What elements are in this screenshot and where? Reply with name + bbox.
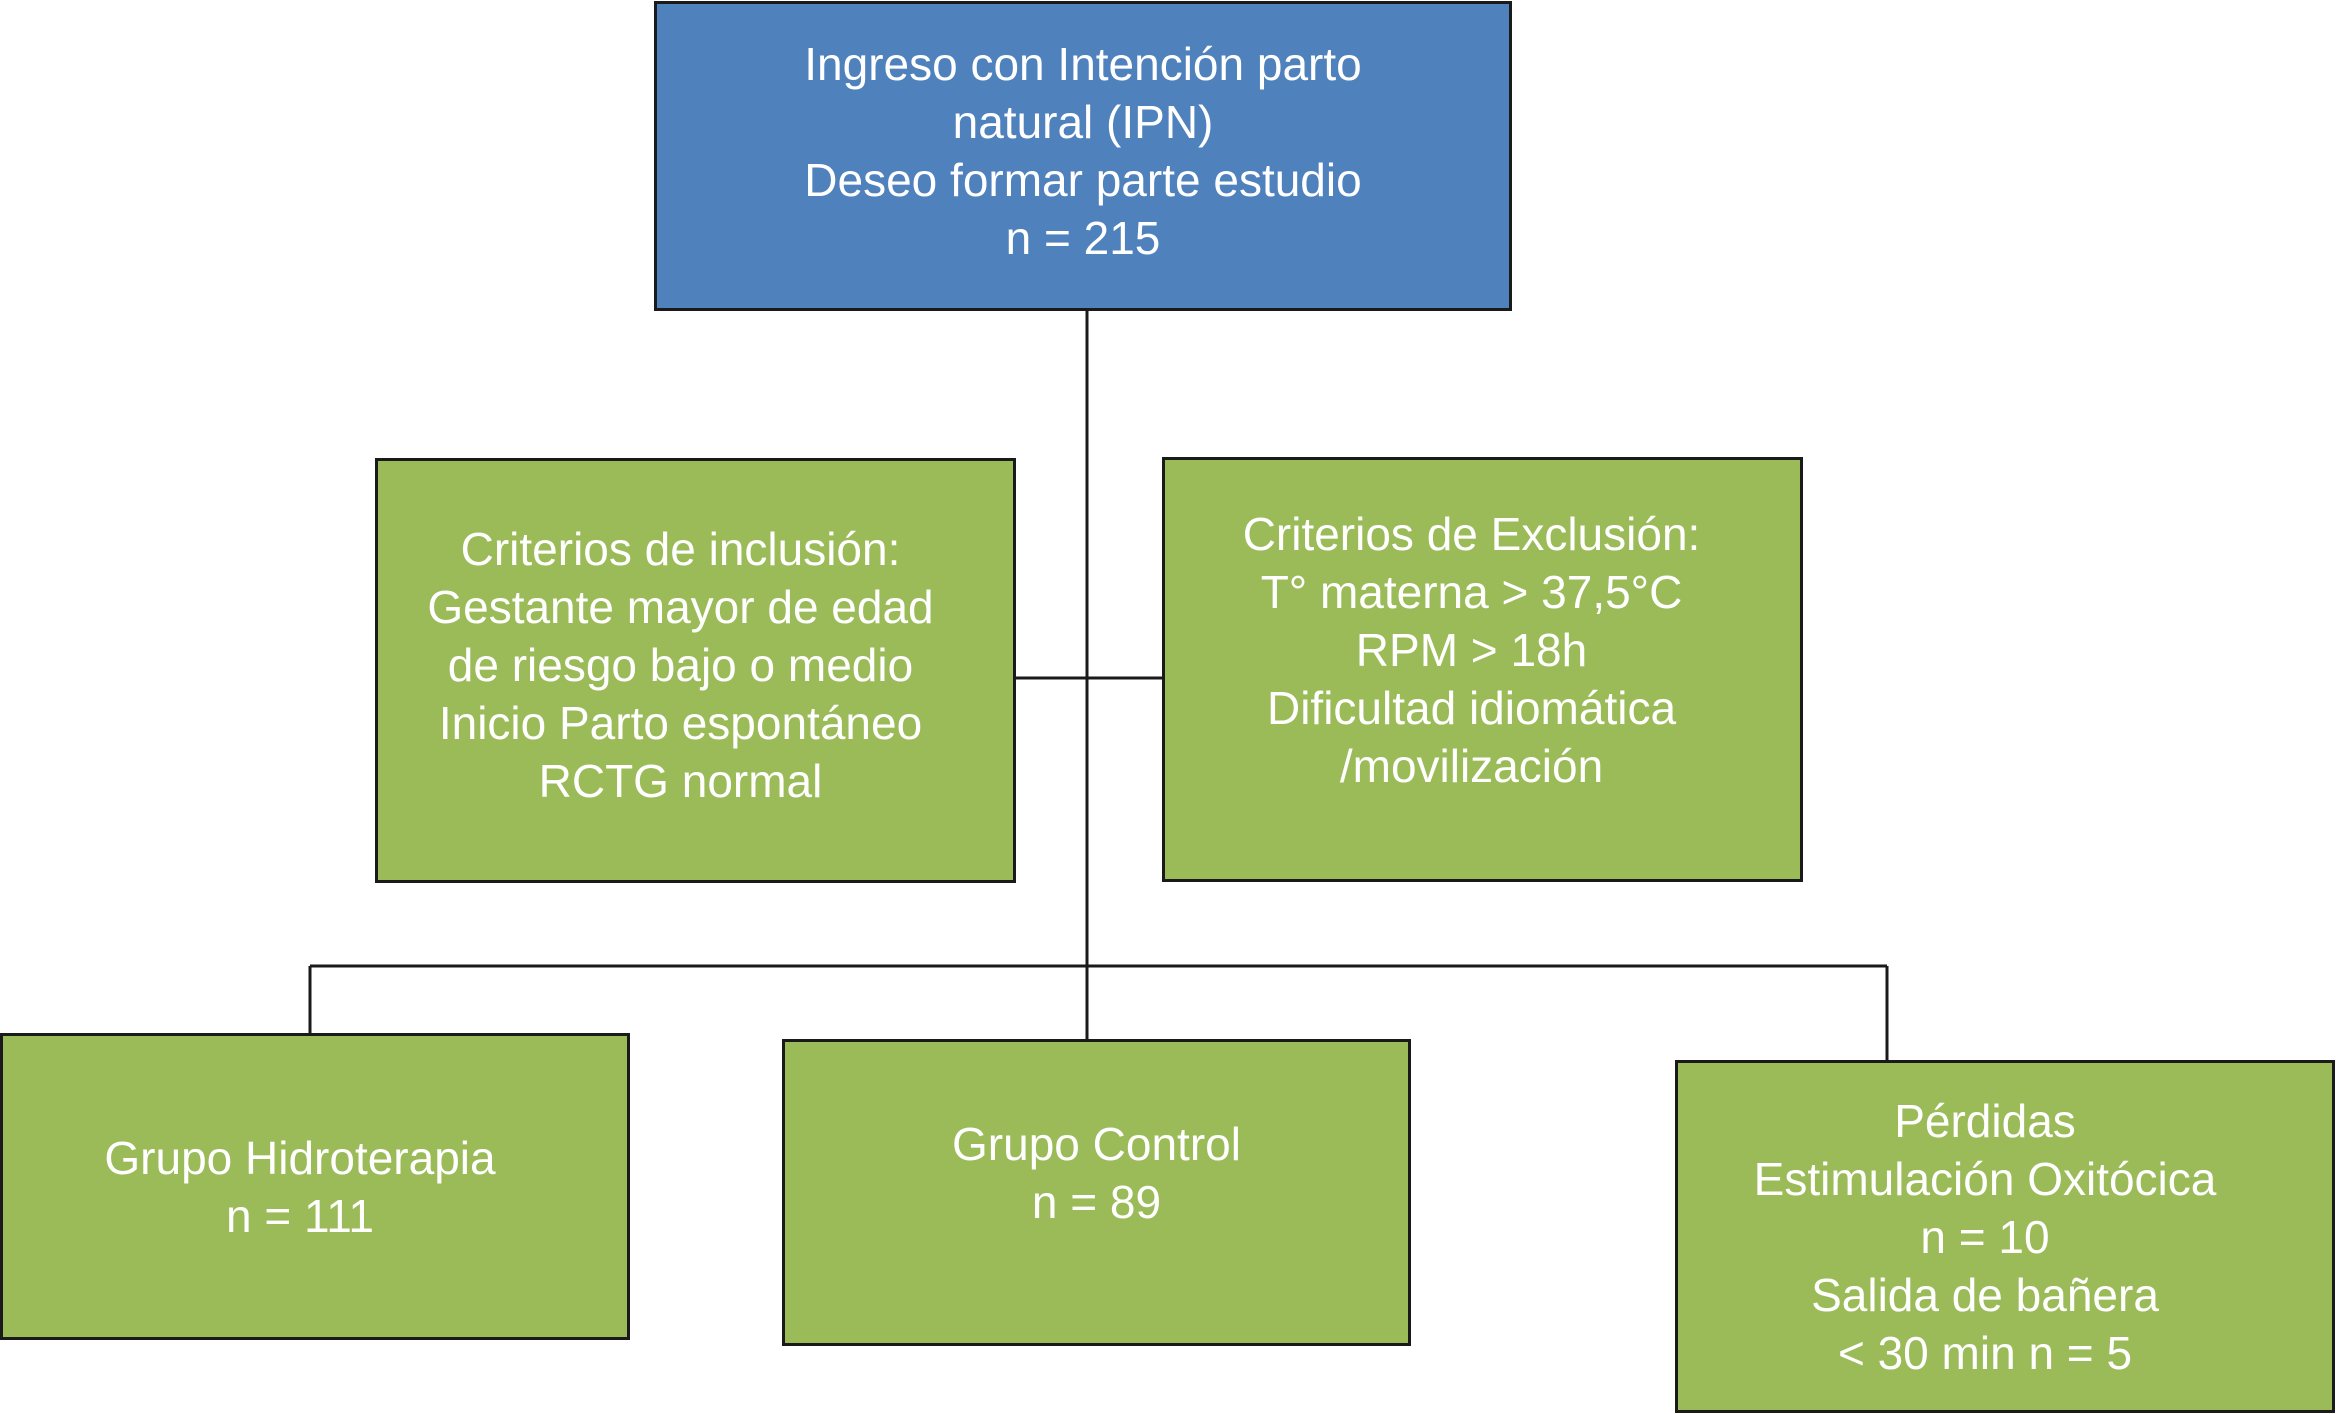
hidroterapia-line: n = 111: [226, 1189, 374, 1242]
inclusion-line: Inicio Parto espontáneo: [438, 696, 923, 749]
exclusion-line: Criterios de Exclusión:: [1242, 507, 1701, 560]
inclusion-line: Criterios de inclusión:: [460, 522, 901, 575]
top-box-line: natural (IPN): [952, 96, 1214, 148]
control-line: n = 89: [1031, 1175, 1162, 1228]
hidroterapia-group-box: Grupo Hidroterapia n = 111: [0, 1033, 630, 1340]
inclusion-line: de riesgo bajo o medio: [447, 638, 914, 691]
exclusion-line: T° materna > 37,5°C: [1260, 565, 1683, 618]
exclusion-line: Dificultad idiomática: [1266, 681, 1677, 734]
exclusion-line: RPM > 18h: [1355, 623, 1588, 676]
exclusion-line: /movilización: [1339, 739, 1604, 792]
inclusion-line: Gestante mayor de edad: [427, 580, 934, 633]
perdidas-box: Pérdidas Estimulación Oxitócica n = 10 S…: [1675, 1060, 2335, 1413]
top-box-ipn: Ingreso con Intención parto natural (IPN…: [654, 1, 1512, 311]
perdidas-line: < 30 min n = 5: [1837, 1326, 2133, 1379]
control-line: Grupo Control: [952, 1117, 1241, 1170]
inclusion-line: RCTG normal: [538, 754, 823, 807]
perdidas-line: Salida de bañera: [1811, 1268, 2159, 1321]
top-box-line: n = 215: [1005, 212, 1161, 264]
hidroterapia-line: Grupo Hidroterapia: [104, 1131, 496, 1184]
perdidas-line: n = 10: [1920, 1210, 2050, 1263]
top-box-line: Deseo formar parte estudio: [804, 154, 1362, 206]
top-box-line: Ingreso con Intención parto: [804, 38, 1362, 90]
exclusion-criteria-box: Criterios de Exclusión: T° materna > 37,…: [1162, 457, 1803, 882]
control-group-box: Grupo Control n = 89: [782, 1039, 1411, 1346]
inclusion-criteria-box: Criterios de inclusión: Gestante mayor d…: [375, 458, 1016, 883]
perdidas-line: Estimulación Oxitócica: [1753, 1152, 2217, 1205]
perdidas-line: Pérdidas: [1894, 1094, 2076, 1147]
